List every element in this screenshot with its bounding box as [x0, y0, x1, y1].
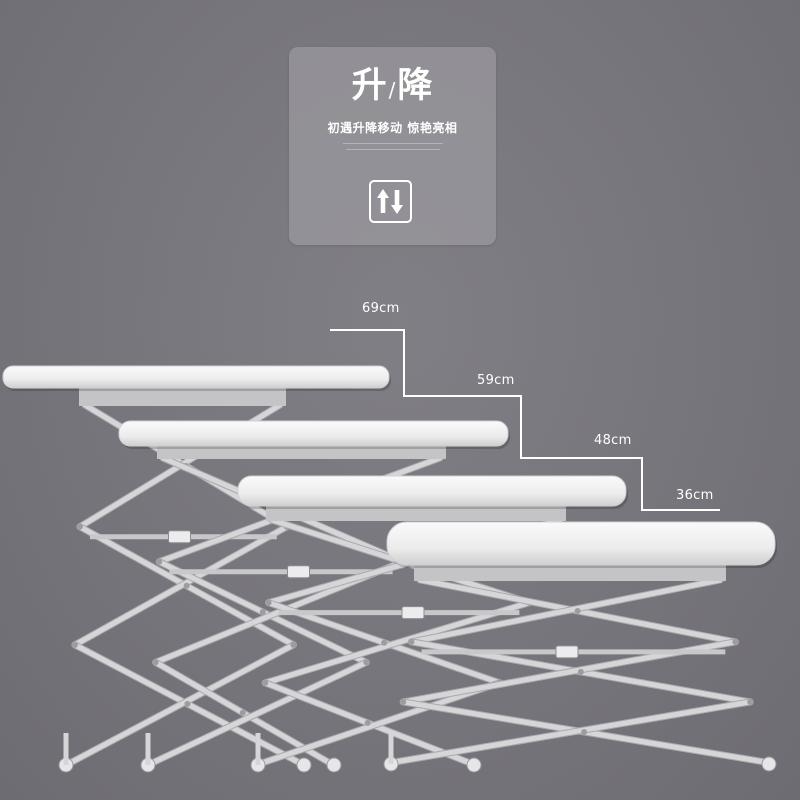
pivot-bolt	[76, 523, 83, 530]
scissor-leg	[262, 600, 532, 686]
height-label-48: 48cm	[594, 433, 632, 448]
height-dimension-lines	[330, 329, 720, 511]
pivot-bolt	[747, 698, 754, 705]
pivot-bolt	[259, 609, 266, 616]
folding-table	[118, 420, 510, 773]
pivot-bolt	[152, 659, 159, 666]
lock-lever	[168, 530, 191, 544]
lift-feature-card: 升/降 初遇升降移动 惊艳亮相	[289, 47, 496, 245]
pivot-bolt	[581, 728, 588, 735]
pivot-bolt	[574, 607, 581, 614]
lock-lever	[287, 565, 310, 579]
pivot-bolt	[262, 679, 269, 686]
lock-lever	[555, 645, 579, 659]
pivot-bolt	[184, 700, 191, 707]
foot-cap	[466, 757, 482, 773]
pivot-bolt	[364, 719, 371, 726]
tabletop	[237, 475, 627, 507]
scissor-leg	[72, 524, 290, 648]
title-rise: 升	[351, 66, 388, 106]
pivot-bolt	[363, 659, 370, 666]
scissor-leg	[259, 680, 503, 766]
scissor-leg	[392, 699, 753, 765]
frame-rail	[157, 445, 446, 459]
title-slash: /	[388, 78, 397, 102]
folding-table	[383, 521, 777, 772]
pivot-bolt	[156, 558, 163, 565]
lock-lever	[401, 606, 425, 620]
pivot-bolt	[577, 668, 584, 675]
tabletop	[2, 365, 390, 389]
tabletop	[386, 521, 776, 566]
scissor-leg	[149, 659, 369, 766]
folding-tables	[2, 365, 777, 773]
pivot-bolt	[265, 599, 272, 606]
pivot-bolt	[239, 709, 246, 716]
tabletop	[118, 420, 509, 447]
scissor-leg	[409, 577, 723, 645]
frame-rail	[266, 505, 566, 521]
height-label-36: 36cm	[676, 488, 714, 503]
pivot-bolt	[183, 582, 190, 589]
height-step-line	[330, 329, 720, 511]
foot-cap	[326, 757, 342, 773]
card-title: 升/降	[289, 61, 496, 115]
pivot-bolt	[400, 698, 407, 705]
pivot-bolt	[732, 638, 739, 645]
frame-rail	[414, 564, 726, 581]
pivot-bolt	[381, 639, 388, 646]
fine-print-line	[343, 143, 443, 144]
card-subtitle: 初遇升降移动 惊艳亮相	[327, 121, 458, 135]
height-label-69: 69cm	[362, 301, 400, 316]
pivot-bolt	[408, 638, 415, 645]
frame-rail	[79, 387, 286, 406]
pivot-bolt	[290, 641, 297, 648]
folding-table	[2, 365, 391, 773]
pivot-bolt	[71, 641, 78, 648]
up-down-arrows-icon	[369, 180, 412, 223]
height-label-59: 59cm	[477, 373, 515, 388]
fine-print-line	[346, 149, 440, 150]
scissor-leg	[67, 642, 296, 766]
foot-cap	[761, 756, 777, 772]
foot-cap	[296, 757, 312, 773]
title-lower: 降	[397, 66, 434, 106]
